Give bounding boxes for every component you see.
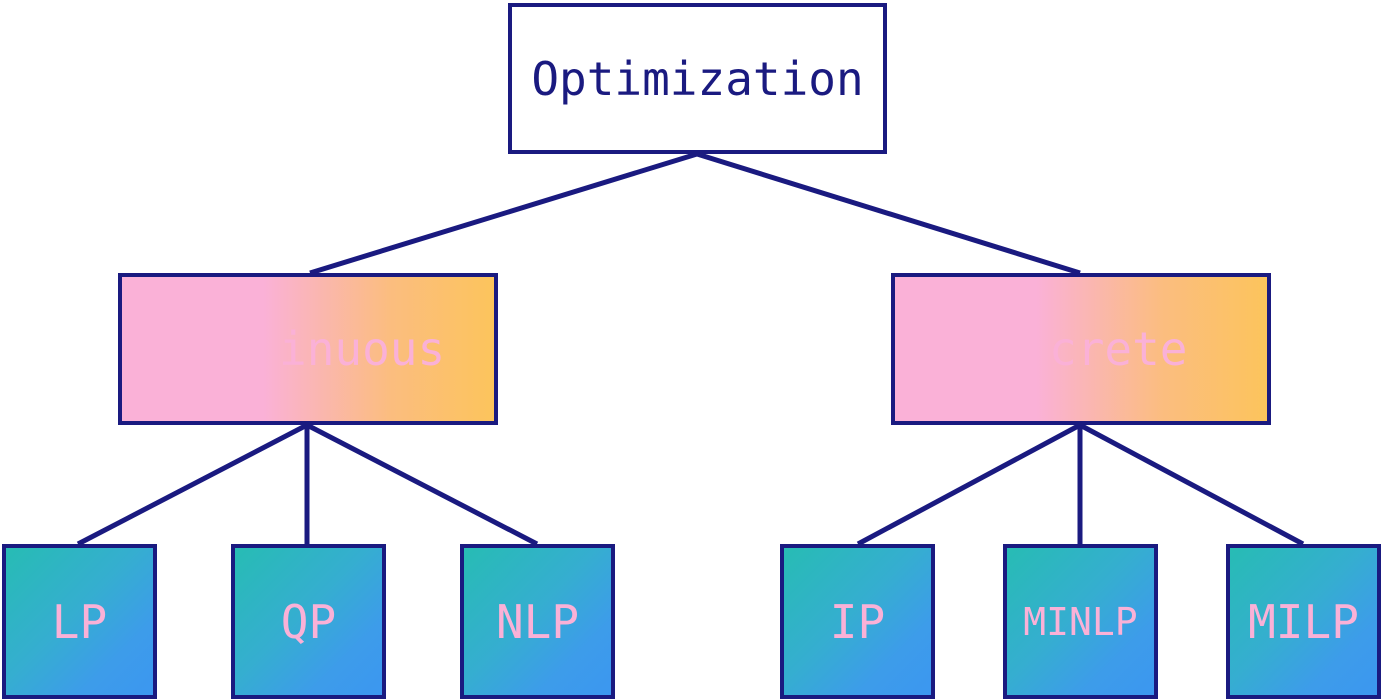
leaf-node-label: MINLP	[1023, 599, 1138, 644]
leaf-node-minlp: MINLP	[1003, 544, 1158, 699]
leaf-node-label: QP	[280, 594, 337, 649]
edge-root-discrete	[696, 151, 1081, 276]
leaf-node-qp: QP	[231, 544, 386, 699]
leaf-node-milp: MILP	[1226, 544, 1381, 699]
edge-discrete-milp	[1078, 422, 1305, 547]
edge-root-continuous	[309, 151, 698, 276]
edge-continuous-nlp	[305, 422, 539, 547]
leaf-node-label: LP	[51, 594, 108, 649]
leaf-node-label: MILP	[1248, 594, 1359, 649]
edge-discrete-ip	[856, 422, 1082, 547]
root-node-optimization: Optimization	[508, 3, 887, 154]
leaf-node-lp: LP	[2, 544, 157, 699]
leaf-node-nlp: NLP	[460, 544, 615, 699]
leaf-node-label: IP	[829, 594, 886, 649]
leaf-node-ip: IP	[780, 544, 935, 699]
category-node-continuous: inuous	[118, 273, 498, 425]
root-node-label: Optimization	[531, 51, 864, 106]
category-node-label: inuous	[279, 322, 446, 376]
edge-continuous-lp	[76, 422, 309, 547]
category-node-discrete: crete	[891, 273, 1271, 425]
category-node-label: crete	[1049, 322, 1188, 376]
leaf-node-label: NLP	[495, 594, 580, 649]
